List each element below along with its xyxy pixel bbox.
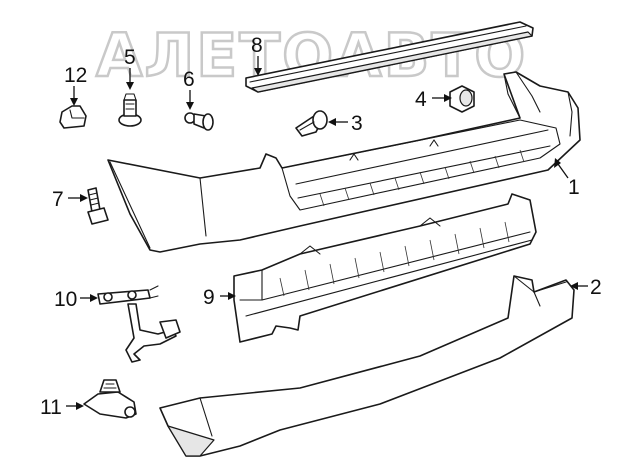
- callout-11: 11: [40, 396, 62, 419]
- leader-lines: [66, 56, 588, 410]
- part-6-grommet: [184, 112, 214, 131]
- part-11-sensor-holder: [83, 379, 137, 419]
- callout-8: 8: [251, 34, 263, 57]
- part-3-fastener: [295, 110, 328, 137]
- part-8-trim-strip: [245, 21, 534, 93]
- callout-2: 2: [590, 276, 602, 299]
- callout-7: 7: [52, 188, 64, 211]
- part-5-push-pin: [118, 93, 142, 127]
- callout-6: 6: [183, 68, 195, 91]
- part-1-bumper-cover: [107, 71, 581, 253]
- part-10-sensor-harness: [97, 285, 181, 363]
- callout-10: 10: [54, 288, 77, 311]
- callout-3: 3: [351, 112, 363, 135]
- callout-12: 12: [64, 64, 87, 87]
- part-12-clip: [59, 105, 87, 129]
- part-9-absorber: [233, 193, 537, 343]
- callout-9: 9: [203, 286, 215, 309]
- part-2-lower-valance: [159, 275, 575, 457]
- part-7-bolt: [87, 187, 109, 225]
- callout-4: 4: [415, 88, 427, 111]
- callout-1: 1: [568, 176, 580, 199]
- callout-5: 5: [124, 46, 136, 69]
- part-4-nut: [449, 85, 475, 113]
